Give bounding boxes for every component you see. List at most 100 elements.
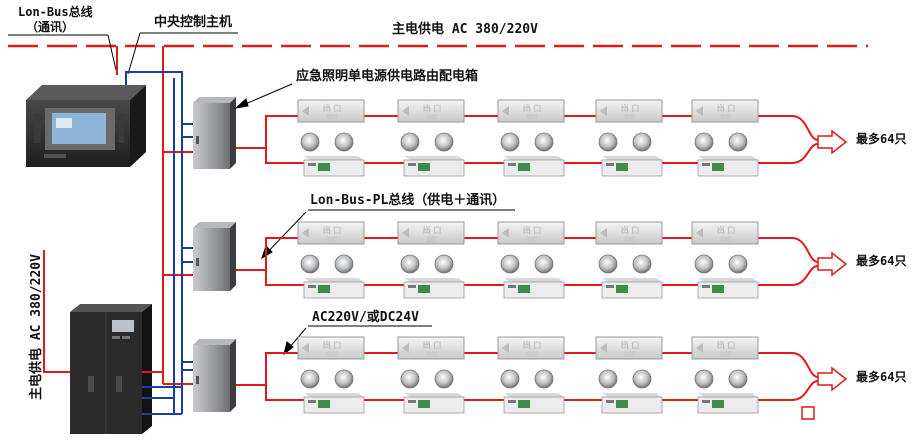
emergency-lamp (598, 254, 663, 299)
distribution-box-1 (193, 97, 236, 169)
emergency-lamp (300, 254, 365, 299)
row-feed-top (236, 237, 298, 271)
exit-sign-text: 出 口 (523, 103, 542, 113)
exit-sign-text: 出 口 (717, 103, 736, 113)
emergency-lamp (400, 132, 465, 177)
row-feed-top (236, 115, 298, 149)
emergency-lamp (300, 132, 365, 177)
exit-sign-text: 出 口 (621, 340, 640, 350)
fanout-arrow (817, 251, 848, 277)
exit-sign-subtext: EXIT (326, 115, 338, 121)
exit-sign: 出 口 EXIT (595, 221, 663, 245)
exit-sign-text: 出 口 (423, 340, 442, 350)
exit-sign-subtext: EXIT (526, 352, 538, 358)
exit-sign: 出 口 EXIT (691, 221, 759, 245)
exit-sign-subtext: EXIT (526, 115, 538, 121)
exit-sign: 出 口 EXIT (595, 99, 663, 123)
callout-arrows (234, 83, 515, 356)
lighting-row-2: 出 口 EXIT 出 口 EXIT 出 口 EXIT 出 口 EXIT 出 口 EXIT (236, 221, 848, 299)
exit-sign-subtext: EXIT (720, 115, 732, 121)
exit-sign-subtext: EXIT (426, 237, 438, 243)
voltage-label: AC220V/或DC24V (312, 309, 419, 325)
emergency-lamp (598, 369, 663, 414)
exit-sign: 出 口 EXIT (497, 99, 565, 123)
exit-sign-text: 出 口 (523, 340, 542, 350)
central-host-label: 中央控制主机 (154, 14, 232, 30)
feeder-wiring (43, 46, 193, 415)
lighting-rows: 出 口 EXIT 出 口 EXIT 出 口 EXIT 出 口 EXIT 出 口 EXIT 出 口 EX… (236, 99, 848, 414)
row-feed-bottom (265, 385, 298, 401)
emergency-lamp (694, 132, 759, 177)
central-control-host (26, 85, 146, 167)
emergency-lamp (694, 254, 759, 299)
exit-sign-subtext: EXIT (720, 237, 732, 243)
max-64-label-row-1: 最多64只 (856, 131, 906, 146)
exit-sign-text: 出 口 (323, 103, 342, 113)
distribution-box-label: 应急照明单电源供电路由配电箱 (296, 68, 478, 84)
fanout-curve-bottom (791, 380, 819, 401)
lonbus-pl-label: Lon-Bus-PL总线（供电＋通讯） (310, 192, 505, 208)
lighting-row-1: 出 口 EXIT 出 口 EXIT 出 口 EXIT 出 口 EXIT 出 口 EXIT (236, 99, 848, 177)
exit-sign: 出 口 EXIT (397, 99, 465, 123)
fanout-arrow (817, 129, 848, 155)
emergency-lamp (400, 254, 465, 299)
fanout-arrow (817, 366, 848, 392)
distribution-box-3 (193, 339, 236, 412)
emergency-lamp (598, 132, 663, 177)
main-power-side-label: 主电供电 AC 380/220V (28, 254, 44, 400)
fanout-curve-top (791, 352, 819, 378)
exit-sign-subtext: EXIT (426, 115, 438, 121)
exit-sign-subtext: EXIT (326, 237, 338, 243)
exit-sign: 出 口 EXIT (497, 221, 565, 245)
max-64-label-row-2: 最多64只 (856, 253, 906, 268)
exit-sign-text: 出 口 (523, 225, 542, 235)
marker-square (801, 406, 815, 420)
exit-sign: 出 口 EXIT (297, 336, 365, 360)
emergency-lamp (300, 369, 365, 414)
exit-sign-text: 出 口 (323, 340, 342, 350)
emergency-lamp (694, 369, 759, 414)
main-power-label: 主电供电 AC 380/220V (392, 21, 538, 37)
emergency-lamp (500, 132, 565, 177)
exit-sign: 出 口 EXIT (595, 336, 663, 360)
fanout-curve-top (791, 237, 819, 263)
emergency-lamp (500, 254, 565, 299)
exit-sign: 出 口 EXIT (297, 99, 365, 123)
exit-sign-text: 出 口 (423, 225, 442, 235)
emergency-lamp (400, 369, 465, 414)
exit-sign-text: 出 口 (621, 103, 640, 113)
exit-sign-subtext: EXIT (624, 237, 636, 243)
lonbus-sublabel: （通讯） (26, 19, 74, 34)
exit-sign-subtext: EXIT (720, 352, 732, 358)
main-power-cabinet (70, 304, 152, 434)
exit-sign: 出 口 EXIT (691, 99, 759, 123)
exit-sign-text: 出 口 (717, 225, 736, 235)
exit-sign: 出 口 EXIT (497, 336, 565, 360)
exit-sign-subtext: EXIT (526, 237, 538, 243)
exit-sign-subtext: EXIT (624, 352, 636, 358)
exit-sign-subtext: EXIT (426, 352, 438, 358)
lonbus-label: Lon-Bus总线 (18, 4, 93, 19)
distribution-box-2 (193, 222, 236, 291)
row-feed-bottom (265, 270, 298, 286)
fanout-curve-bottom (791, 143, 819, 164)
exit-sign-text: 出 口 (323, 225, 342, 235)
lonbus-callout-diag (107, 34, 117, 71)
fanout-curve-bottom (791, 265, 819, 286)
exit-sign: 出 口 EXIT (397, 221, 465, 245)
exit-sign-text: 出 口 (423, 103, 442, 113)
exit-sign-text: 出 口 (621, 225, 640, 235)
fanout-curve-top (791, 115, 819, 141)
max-64-label-row-3: 最多64只 (856, 369, 906, 384)
row-feed-top (236, 352, 298, 386)
exit-sign-subtext: EXIT (624, 115, 636, 121)
exit-sign-subtext: EXIT (326, 352, 338, 358)
exit-sign: 出 口 EXIT (297, 221, 365, 245)
row-feed-bottom (265, 148, 298, 164)
host-callout-diag (127, 32, 141, 75)
exit-sign: 出 口 EXIT (397, 336, 465, 360)
